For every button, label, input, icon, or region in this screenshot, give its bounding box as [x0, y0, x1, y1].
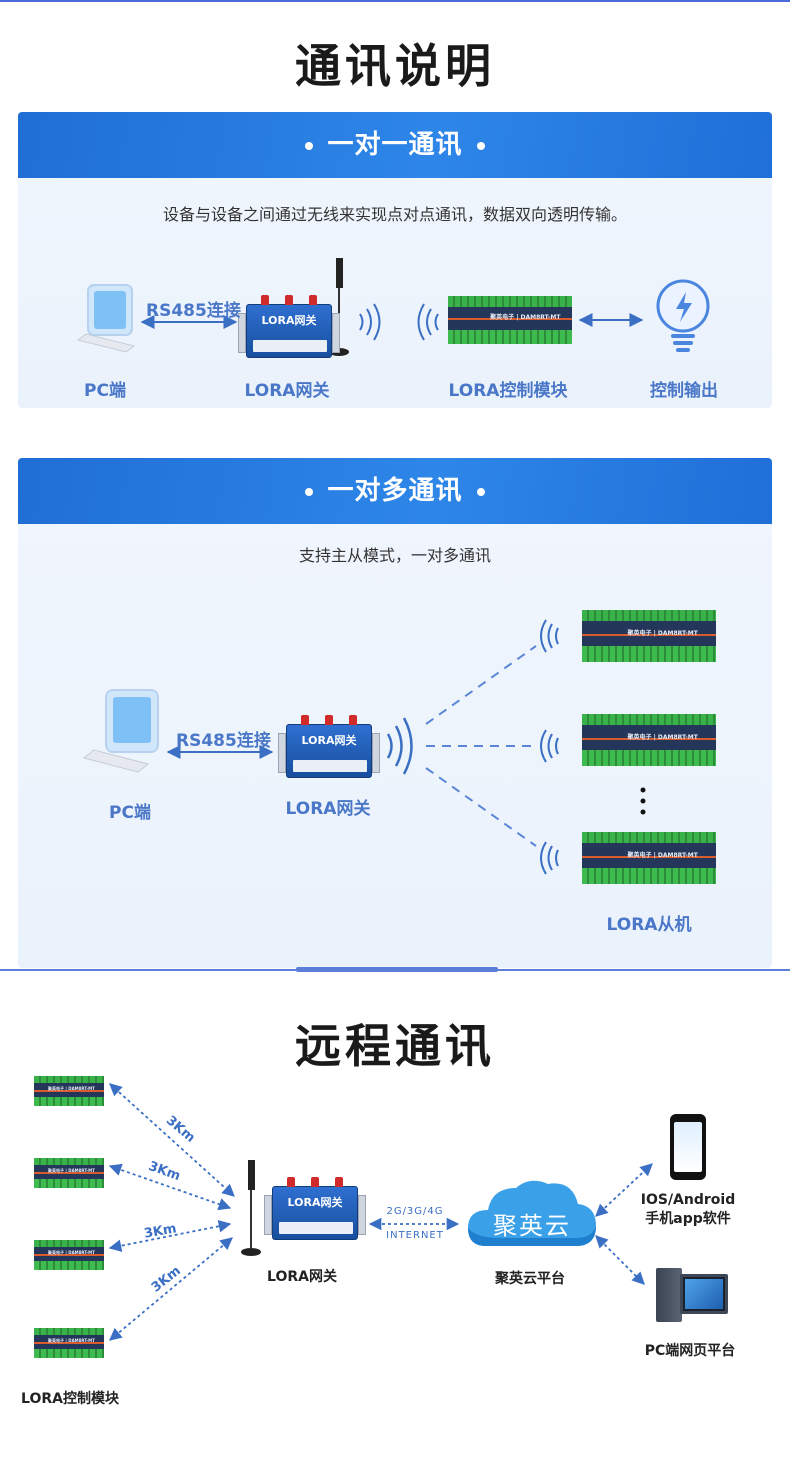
- output-label: 控制输出: [650, 381, 718, 401]
- module-logo: 聚英电子 | DAM8RT-MT: [627, 733, 698, 741]
- lora-control-module: 聚英电子 | DAM8RT-MT: [448, 296, 572, 344]
- lora-control-module: 聚英电子 | DAM8RT-MT: [34, 1328, 104, 1358]
- panel-header-text: 一对多通讯: [327, 476, 463, 506]
- dashed-link-lines: [425, 645, 537, 847]
- rs485-label: RS485连接: [146, 301, 241, 321]
- panel-header: 一对一通讯: [18, 112, 772, 178]
- module-logo: 聚英电子 | DAM8RT-MT: [627, 629, 698, 637]
- wifi-wave-icon: [386, 717, 413, 775]
- lora-control-module: 聚英电子 | DAM8RT-MT: [34, 1076, 104, 1106]
- bullet-dot: [476, 487, 485, 496]
- section-title-remote: 远程通讯: [295, 1019, 495, 1073]
- web-arrow: [595, 1235, 645, 1285]
- panel-description: 设备与设备之间通过无线来实现点对点通讯，数据双向透明传输。: [162, 205, 627, 224]
- lora-control-module: 聚英电子 | DAM8RT-MT: [34, 1240, 104, 1270]
- internet-label: INTERNET: [386, 1230, 444, 1241]
- gateway-title: LORA网关: [301, 734, 357, 747]
- app-label: 手机app软件: [645, 1211, 731, 1227]
- pc-web-label: PC端网页平台: [644, 1343, 736, 1359]
- wifi-wave-icon: [417, 303, 439, 341]
- module-logo: 聚英电子 | DAM8RT-MT: [48, 1250, 95, 1256]
- module-label: LORA控制模块: [21, 1391, 119, 1407]
- lora-control-module: 聚英电子 | DAM8RT-MT: [34, 1158, 104, 1188]
- cloud-icon: [468, 1180, 596, 1246]
- gateway-title: LORA网关: [287, 1196, 343, 1209]
- top-line: [0, 0, 790, 2]
- cloud-text: 聚英云: [493, 1212, 571, 1240]
- lora-slave-module: 聚英电子 | DAM8RT-MT: [582, 714, 716, 766]
- lora-gateway-device: LORA网关: [238, 295, 340, 358]
- panel-header-text: 一对一通讯: [327, 130, 463, 160]
- slave-label: LORA从机: [606, 915, 692, 935]
- wifi-wave-icon: [540, 729, 559, 763]
- gateway-label: LORA网关: [285, 799, 371, 819]
- wifi-wave-icon: [540, 841, 559, 875]
- bullet-dot: [305, 141, 314, 150]
- lora-slave-module: 聚英电子 | DAM8RT-MT: [582, 832, 716, 884]
- pc-tower-icon: [656, 1268, 682, 1322]
- bullet-dot: [476, 141, 485, 150]
- ellipsis-dots: [640, 787, 646, 815]
- panel-description: 支持主从模式，一对多通讯: [298, 546, 491, 565]
- app-label: IOS/Android: [640, 1192, 736, 1208]
- computer-icon: [76, 284, 136, 353]
- antenna-icon: [241, 1160, 261, 1256]
- bulb-icon: [656, 279, 710, 352]
- module-logo: 聚英电子 | DAM8RT-MT: [48, 1168, 95, 1174]
- distance-arrows: [108, 1083, 235, 1341]
- panel-header: 一对多通讯: [18, 458, 772, 524]
- module-logo: 聚英电子 | DAM8RT-MT: [490, 314, 561, 322]
- panel-one-to-one: 一对一通讯 设备与设备之间通过无线来实现点对点通讯，数据双向透明传输。: [18, 112, 772, 408]
- wifi-wave-icon: [540, 619, 559, 653]
- gateway-label: LORA网关: [244, 381, 330, 401]
- bullet-dot: [305, 487, 314, 496]
- page-title: 通讯说明: [295, 39, 495, 93]
- pc-monitor-icon: [680, 1274, 728, 1314]
- section-divider-accent: [296, 967, 498, 972]
- lora-gateway-device: LORA网关: [264, 1177, 366, 1240]
- module-logo: 聚英电子 | DAM8RT-MT: [48, 1086, 95, 1092]
- app-arrow: [595, 1163, 653, 1217]
- lora-slave-module: 聚英电子 | DAM8RT-MT: [582, 610, 716, 662]
- module-label: LORA控制模块: [448, 381, 568, 401]
- rs485-label: RS485连接: [176, 731, 271, 751]
- gateway-title: LORA网关: [261, 314, 317, 327]
- cloud-label: 聚英云平台: [495, 1271, 565, 1287]
- gateway-label: LORA网关: [267, 1269, 337, 1285]
- wifi-wave-icon: [359, 303, 381, 341]
- lora-gateway-device: LORA网关: [278, 715, 380, 778]
- pc-label: PC端: [84, 381, 126, 401]
- network-label: 2G/3G/4G: [386, 1206, 444, 1217]
- computer-icon: [82, 689, 159, 773]
- module-logo: 聚英电子 | DAM8RT-MT: [627, 851, 698, 859]
- phone-icon: [670, 1114, 706, 1180]
- module-logo: 聚英电子 | DAM8RT-MT: [48, 1338, 95, 1344]
- pc-label: PC端: [109, 803, 151, 823]
